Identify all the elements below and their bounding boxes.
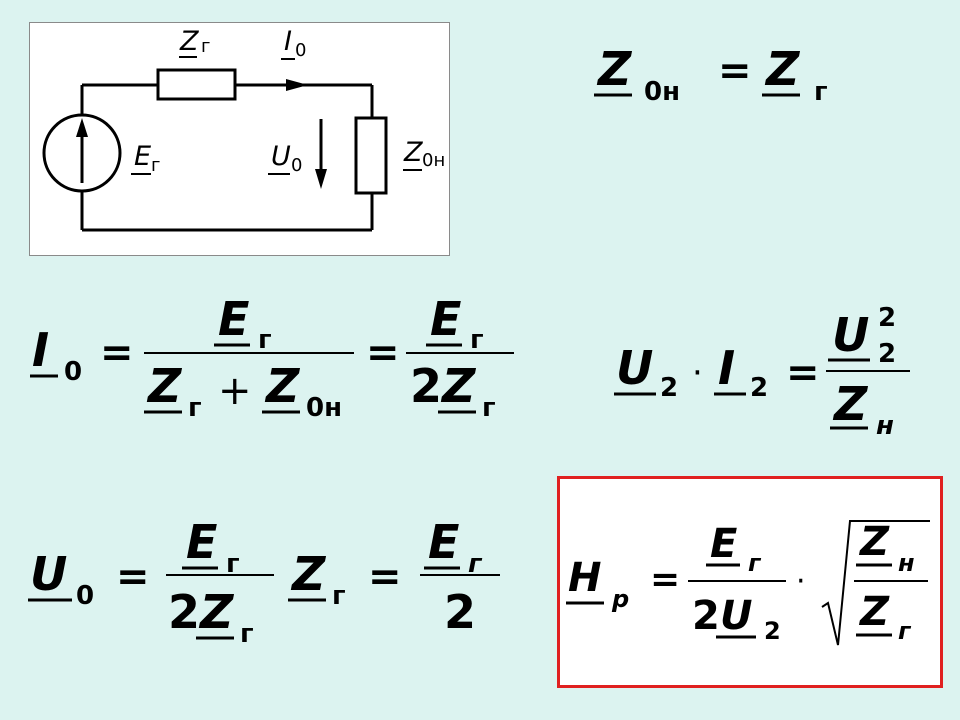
equation-matching: Z 0н = Z г (590, 30, 850, 120)
eq4-den2: 2 (444, 585, 476, 639)
eq5-lhs: H (568, 555, 601, 601)
eq3-den-sub: н (876, 411, 894, 441)
eq4-den1-sub: г (240, 619, 254, 649)
eq3-num-sup: 2 (878, 303, 896, 333)
circuit-label-zl: Z (403, 137, 423, 168)
eq4-lhs-sub: 0 (76, 581, 94, 611)
eq3-a-sub: 2 (660, 373, 678, 403)
eq4-mul: Z (290, 547, 327, 601)
eq5-lhs-sub: р (611, 585, 629, 613)
eq2-num2-sub: г (470, 325, 484, 355)
eq1-lhs-sub: 0н (644, 77, 680, 107)
eq3-a: U (616, 341, 653, 395)
eq3-b-sub: 2 (750, 373, 768, 403)
equation-power: U 2 · I 2 = U 2 2 Z н (612, 296, 932, 446)
eq5-dot: · (796, 564, 806, 599)
eq3-dot: · (692, 353, 703, 393)
eq5-rnum-sub: н (898, 549, 915, 577)
current-arrow-icon (286, 79, 308, 91)
eq5-num-sub: г (748, 549, 762, 577)
circuit-label-z: Z (179, 26, 199, 57)
circuit-label-i-sub: 0 (295, 40, 306, 61)
result-formula-box: H р = E г 2 U 2 · Z н Z г (557, 476, 943, 688)
eq1-rhs: Z (764, 42, 801, 96)
eq2-den1b: Z (264, 359, 301, 413)
eq5-rnum: Z (858, 519, 890, 565)
circuit-label-i: I (284, 26, 292, 57)
eq4-mul-sub: г (332, 581, 346, 611)
circuit-diagram: Z г I 0 E г U 0 Z 0н (29, 22, 450, 256)
eq5-rden-sub: г (898, 617, 912, 645)
eq2-lhs: I (32, 323, 49, 377)
eq2-num1-sub: г (258, 325, 272, 355)
circuit-label-u-sub: 0 (291, 155, 302, 176)
eq2-den1a: Z (146, 359, 183, 413)
sqrt-icon (821, 520, 930, 646)
eq2-equals-2: = (366, 330, 400, 376)
eq4-num1-sub: г (226, 549, 240, 579)
eq3-equals: = (786, 350, 820, 396)
circuit-schematic: Z г I 0 E г U 0 Z 0н (42, 26, 445, 232)
eq1-equals: = (718, 48, 752, 94)
eq4-lhs: U (30, 547, 67, 601)
eq3-b: I (718, 341, 735, 395)
eq2-den2-sub: г (482, 393, 496, 423)
eq4-equals-2: = (368, 554, 402, 600)
equation-current: I 0 = E г Z г + Z 0н = E г 2 Z г (28, 290, 528, 430)
eq3-num: U (832, 308, 869, 362)
eq3-num-sub: 2 (878, 339, 896, 369)
source-impedance-resistor (156, 68, 237, 101)
eq4-den1: Z (198, 585, 235, 639)
eq2-num1: E (218, 292, 249, 346)
eq2-num2: E (430, 292, 461, 346)
eq2-den1a-sub: г (188, 393, 202, 423)
eq4-num2-sub: г (468, 549, 483, 579)
eq5-den: U (720, 593, 752, 639)
eq5-equals: = (650, 559, 680, 600)
eq2-plus: + (218, 368, 252, 414)
source-arrow-icon (76, 118, 88, 137)
eq5-den-coef: 2 (692, 593, 720, 639)
eq5-den-sub: 2 (764, 617, 781, 645)
eq2-den2: Z (440, 359, 477, 413)
eq5-num: E (710, 521, 737, 567)
eq2-lhs-sub: 0 (64, 357, 82, 387)
equation-voltage: U 0 = E г 2 Z г Z г = E г 2 (28, 508, 518, 658)
eq4-num2: E (428, 515, 459, 569)
circuit-label-zl-sub: 0н (422, 150, 445, 171)
circuit-label-e: E (134, 141, 151, 172)
eq5-rden: Z (858, 589, 890, 635)
eq4-equals-1: = (116, 554, 150, 600)
circuit-label-z-sub: г (201, 36, 210, 57)
eq3-den: Z (832, 377, 869, 431)
eq1-lhs: Z (596, 42, 633, 96)
load-impedance-resistor (354, 116, 388, 195)
eq1-rhs-sub: г (814, 77, 828, 107)
eq2-den2-coef: 2 (410, 359, 442, 413)
eq4-num1: E (186, 515, 217, 569)
eq2-den1b-sub: 0н (306, 393, 342, 423)
circuit-label-e-sub: г (151, 155, 160, 176)
voltage-arrow-icon (315, 169, 327, 189)
eq2-equals-1: = (100, 330, 134, 376)
circuit-label-u: U (271, 141, 291, 172)
eq4-den1-coef: 2 (168, 585, 200, 639)
